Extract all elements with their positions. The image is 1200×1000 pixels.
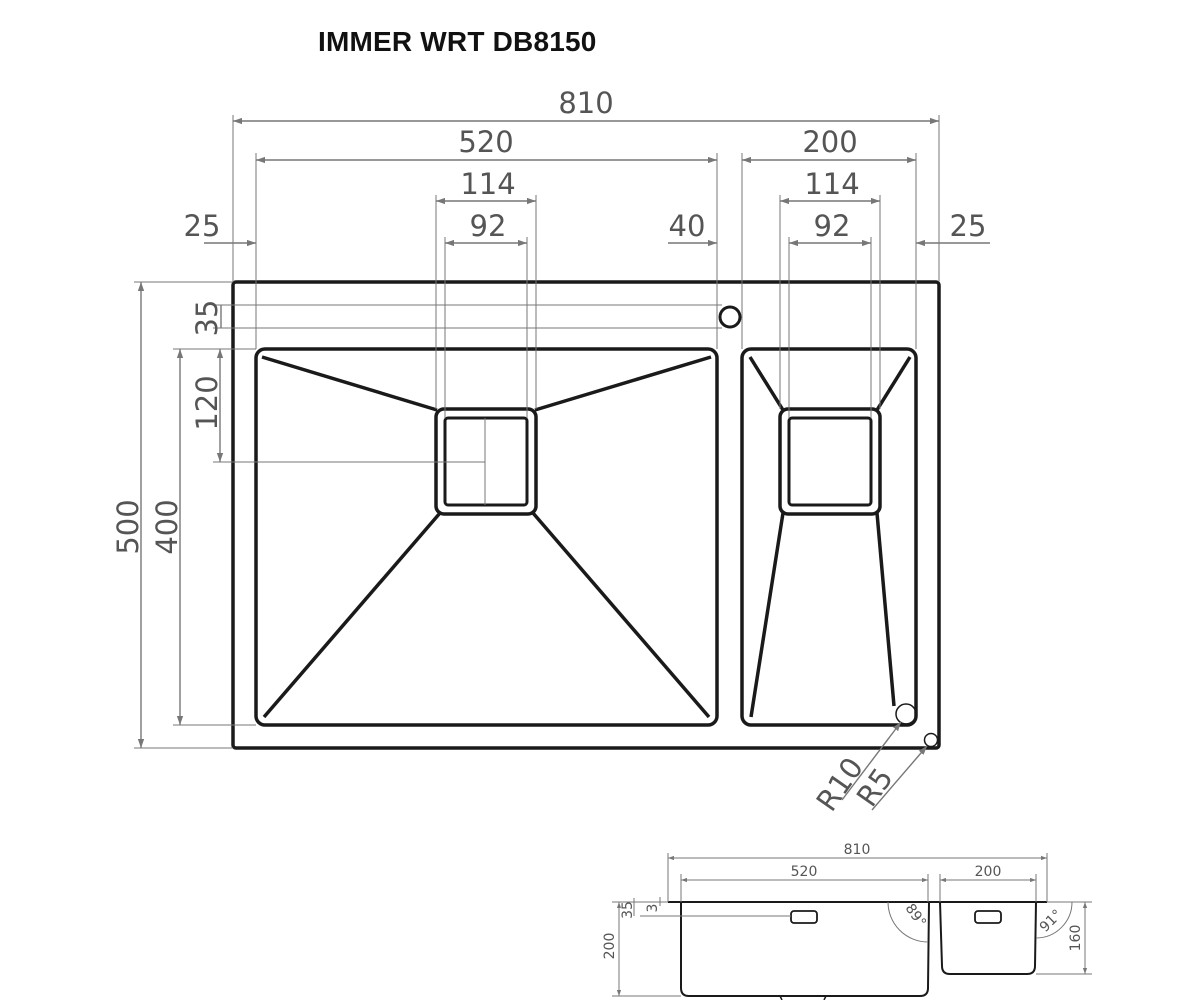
dim-top-offset: 35 bbox=[190, 300, 224, 337]
dim-width-right-bowl: 200 bbox=[802, 125, 857, 159]
right-slope-line bbox=[875, 356, 912, 411]
dim-divider: 40 bbox=[669, 209, 706, 243]
section-left-overflow bbox=[790, 910, 818, 924]
section-dim-angle-left: 89° bbox=[902, 901, 929, 931]
radius-marker-r5 bbox=[923, 732, 939, 748]
drawing-title: IMMER WRT DB8150 bbox=[318, 26, 597, 57]
section-right-overflow bbox=[974, 910, 1002, 924]
section-dim-height-right: 160 bbox=[1068, 925, 1084, 952]
section-view: 810 520 200 35 3 200 160 89° 91° bbox=[602, 842, 1092, 1000]
dim-drain-offset: 120 bbox=[190, 375, 224, 430]
tap-hole bbox=[718, 305, 742, 329]
right-bowl bbox=[740, 347, 918, 727]
radius-marker-r10 bbox=[895, 703, 917, 725]
left-slope-line bbox=[531, 511, 711, 719]
dim-depth-bowl: 400 bbox=[150, 499, 184, 554]
plan-dimensions: 810 520 200 114 114 92 92 25 40 25 500 4… bbox=[111, 86, 990, 817]
dim-drain-inner-left: 92 bbox=[470, 209, 507, 243]
section-right-bowl bbox=[939, 901, 1037, 975]
plan-view bbox=[231, 280, 941, 750]
section-left-bowl bbox=[680, 901, 930, 997]
section-dim-rim-offset: 35 bbox=[620, 901, 636, 919]
right-slope-line bbox=[875, 512, 896, 707]
dim-drain-inner-right: 92 bbox=[814, 209, 851, 243]
right-slope-line bbox=[749, 512, 785, 718]
dim-drain-outer-right: 114 bbox=[804, 167, 859, 201]
section-dim-width-left: 520 bbox=[791, 864, 818, 880]
dim-width-total: 810 bbox=[558, 86, 613, 120]
right-drain-inner bbox=[787, 416, 873, 507]
section-dim-angle-right: 91° bbox=[1037, 907, 1066, 936]
sink-outline bbox=[231, 280, 941, 750]
dim-margin-right: 25 bbox=[950, 209, 987, 243]
dim-depth-total: 500 bbox=[111, 499, 145, 554]
dim-margin-left: 25 bbox=[184, 209, 221, 243]
section-dim-width-total: 810 bbox=[844, 842, 871, 858]
right-drain-outer bbox=[778, 407, 882, 516]
dim-drain-outer-left: 114 bbox=[460, 167, 515, 201]
dim-width-left-bowl: 520 bbox=[458, 125, 513, 159]
right-slope-line bbox=[748, 356, 785, 411]
left-bowl bbox=[254, 347, 719, 727]
left-slope-line bbox=[534, 355, 712, 412]
section-dim-width-right: 200 bbox=[975, 864, 1002, 880]
section-dim-height-left: 200 bbox=[602, 933, 618, 960]
left-slope-line bbox=[261, 355, 438, 412]
section-dim-rim-thickness: 3 bbox=[645, 904, 661, 913]
left-slope-line bbox=[262, 511, 442, 719]
